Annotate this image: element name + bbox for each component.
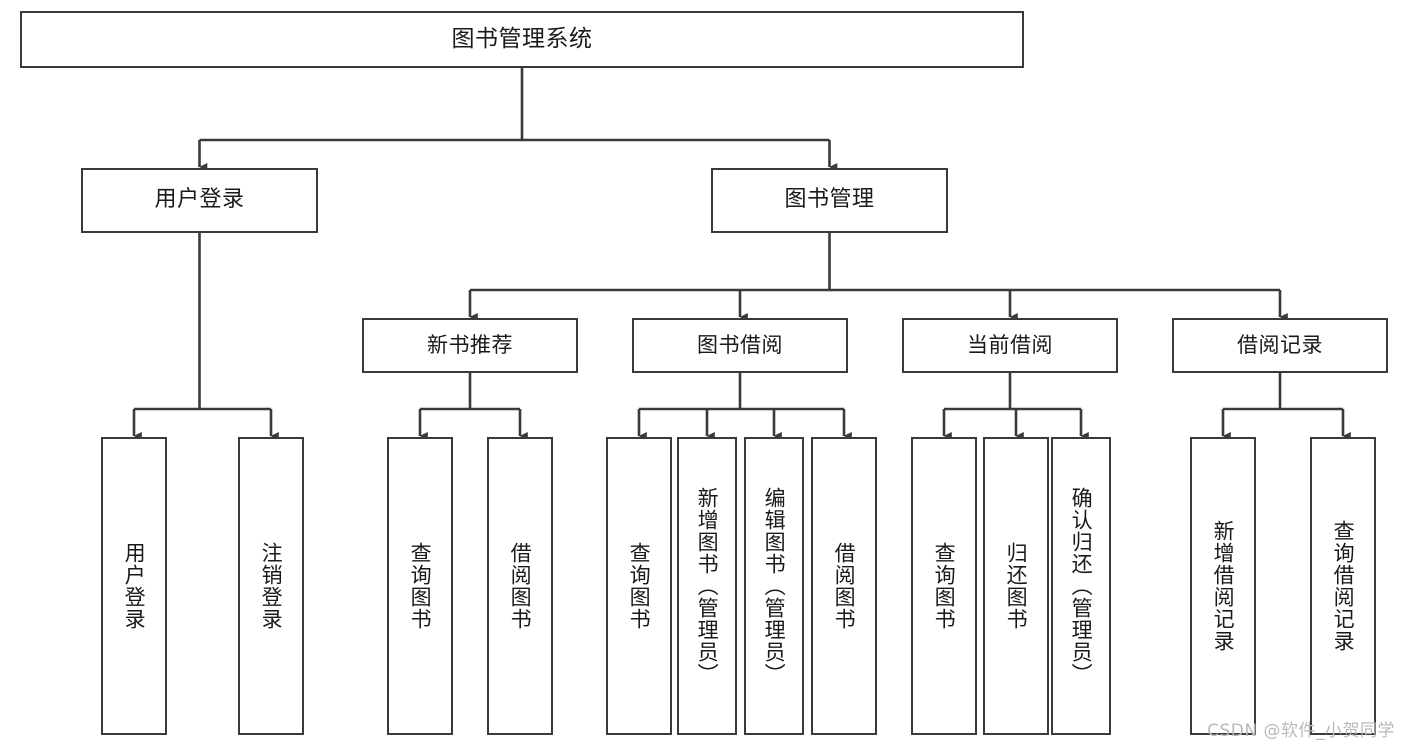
node-label: 确认归还（管理员） [1069, 487, 1094, 685]
node-book-manage[interactable]: 图书管理 [711, 168, 948, 233]
node-label: 图书借阅 [697, 332, 783, 357]
node-label: 新增图书（管理员） [695, 487, 720, 685]
node-label: 当前借阅 [967, 332, 1053, 357]
node-current-borrow[interactable]: 当前借阅 [902, 318, 1118, 373]
node-leaf-add-book-admin[interactable]: 新增图书（管理员） [677, 437, 737, 735]
node-leaf-add-record[interactable]: 新增借阅记录 [1190, 437, 1256, 735]
node-label: 借阅图书 [832, 542, 857, 630]
node-leaf-query-record[interactable]: 查询借阅记录 [1310, 437, 1376, 735]
node-leaf-user-login[interactable]: 用户登录 [101, 437, 167, 735]
node-label: 图书管理 [784, 187, 875, 213]
node-leaf-logout-login[interactable]: 注销登录 [238, 437, 304, 735]
node-label: 查询图书 [408, 542, 433, 630]
node-label: 查询图书 [932, 542, 957, 630]
node-book-borrow[interactable]: 图书借阅 [632, 318, 848, 373]
node-borrow-record[interactable]: 借阅记录 [1172, 318, 1388, 373]
node-leaf-return-book[interactable]: 归还图书 [983, 437, 1049, 735]
node-label: 借阅图书 [508, 542, 533, 630]
node-label: 图书管理系统 [451, 25, 593, 52]
node-label: 注销登录 [259, 542, 284, 630]
node-leaf-query-book-a[interactable]: 查询图书 [387, 437, 453, 735]
node-leaf-query-book-c[interactable]: 查询图书 [911, 437, 977, 735]
csdn-watermark: CSDN @软件_小贺同学 [1207, 721, 1395, 741]
node-new-book-recommend[interactable]: 新书推荐 [362, 318, 578, 373]
node-label: 查询借阅记录 [1331, 520, 1356, 652]
node-label: 用户登录 [154, 187, 245, 213]
node-leaf-query-book-b[interactable]: 查询图书 [606, 437, 672, 735]
node-leaf-borrow-book-a[interactable]: 借阅图书 [487, 437, 553, 735]
node-leaf-edit-book-admin[interactable]: 编辑图书（管理员） [744, 437, 804, 735]
node-label: 借阅记录 [1237, 332, 1323, 357]
node-label: 查询图书 [627, 542, 652, 630]
node-leaf-confirm-return[interactable]: 确认归还（管理员） [1051, 437, 1111, 735]
node-root-system[interactable]: 图书管理系统 [20, 11, 1024, 68]
node-label: 新书推荐 [427, 332, 513, 357]
node-user-login[interactable]: 用户登录 [81, 168, 318, 233]
node-label: 归还图书 [1004, 542, 1029, 630]
node-label: 用户登录 [122, 542, 147, 630]
node-label: 编辑图书（管理员） [762, 487, 787, 685]
node-leaf-borrow-book-b[interactable]: 借阅图书 [811, 437, 877, 735]
node-label: 新增借阅记录 [1211, 520, 1236, 652]
